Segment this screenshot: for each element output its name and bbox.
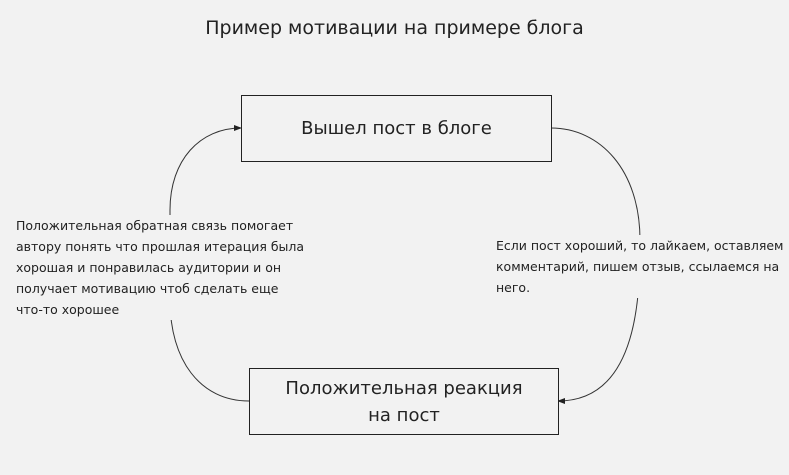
note-right: Если пост хороший, то лайкаем, оставляем… [496, 235, 784, 298]
note-line: получает мотивацию чтоб сделать еще [16, 281, 279, 296]
note-line: него. [496, 280, 531, 295]
note-line: что-то хорошее [16, 302, 120, 317]
note-line: хорошая и понравилась аудитории и он [16, 260, 282, 275]
node-post-published: Вышел пост в блоге [241, 95, 552, 162]
note-line: Если пост хороший, то лайкаем, оставляем [496, 238, 784, 253]
note-line: Положительная обратная связь помогает [16, 218, 294, 233]
diagram-title: Пример мотивации на примере блога [205, 17, 584, 39]
note-line: автору понять что прошлая итерация была [16, 239, 305, 254]
note-line: комментарий, пишем отзыв, ссылаемся на [496, 259, 780, 274]
node-positive-reaction: Положительная реакция на пост [249, 368, 559, 435]
note-left: Положительная обратная связь помогает ав… [16, 215, 305, 320]
node-label: Вышел пост в блоге [301, 118, 492, 139]
node-label-line2: на пост [368, 404, 440, 426]
node-label-line1: Положительная реакция [285, 377, 523, 399]
